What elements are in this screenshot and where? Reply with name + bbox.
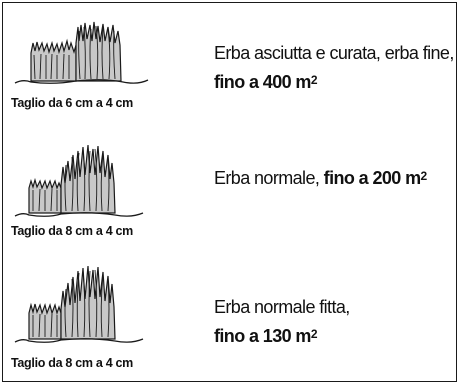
lawn-type: Erba asciutta e curata, erba fine,	[214, 43, 454, 63]
lawn-cutting-table: Taglio da 6 cm a 4 cm Erba asciutta e cu…	[2, 2, 457, 382]
lawn-type: Erba normale,	[214, 168, 320, 188]
cut-height-caption: Taglio da 8 cm a 4 cm	[11, 356, 133, 370]
lawn-area-limit: fino a 200 m	[323, 168, 421, 188]
area-unit-exponent: 2	[310, 327, 318, 341]
lawn-description: Erba asciutta e curata, erba fine, fino …	[214, 39, 454, 97]
lawn-area-limit: fino a 130 m	[214, 326, 311, 346]
lawn-description: Erba normale fitta, fino a 130 m2	[214, 293, 454, 351]
lawn-area-limit: fino a 400 m	[214, 72, 311, 92]
cut-height-caption: Taglio da 8 cm a 4 cm	[11, 224, 133, 238]
cut-height-caption: Taglio da 6 cm a 4 cm	[11, 96, 133, 110]
grass-cut-icon	[13, 143, 178, 223]
grass-cut-icon	[13, 21, 178, 91]
table-row: Taglio da 6 cm a 4 cm Erba asciutta e cu…	[3, 3, 456, 128]
area-unit-exponent: 2	[420, 169, 428, 183]
lawn-type: Erba normale fitta,	[214, 297, 350, 317]
table-row: Taglio da 8 cm a 4 cm Erba normale, fino…	[3, 128, 456, 253]
lawn-description: Erba normale, fino a 200 m2	[214, 164, 454, 193]
table-row: Taglio da 8 cm a 4 cm Erba normale fitta…	[3, 253, 456, 381]
area-unit-exponent: 2	[310, 73, 318, 87]
grass-cut-icon	[13, 265, 178, 347]
